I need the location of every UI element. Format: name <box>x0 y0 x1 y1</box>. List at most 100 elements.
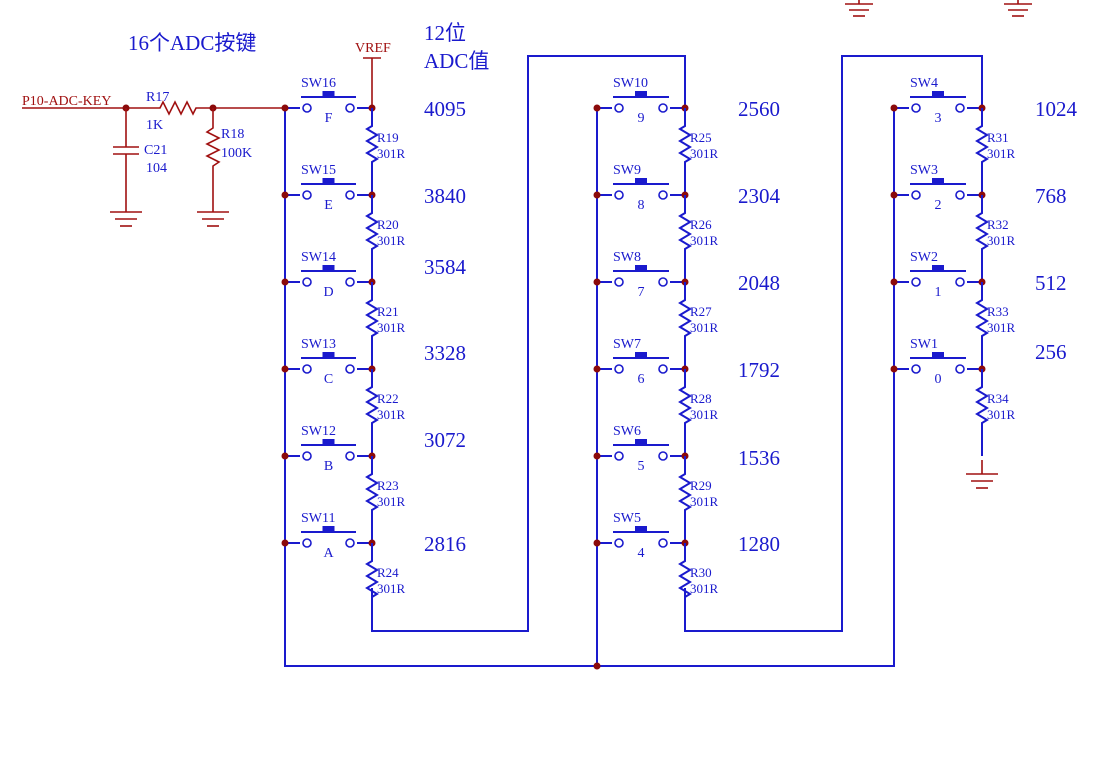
switch-sw6: SW6 5 <box>597 424 685 474</box>
switch-ref: SW10 <box>613 76 648 91</box>
key-label: C <box>324 372 333 387</box>
adc-value: 3072 <box>424 428 466 452</box>
key-label: A <box>323 546 334 561</box>
key-label: B <box>324 459 333 474</box>
key-label: 6 <box>638 372 645 387</box>
net-label-vref: VREF <box>355 41 391 56</box>
adc-value: 1024 <box>1035 97 1078 121</box>
key-label: 1 <box>935 285 942 300</box>
adc-value: 256 <box>1035 340 1067 364</box>
adc-value: 3840 <box>424 184 466 208</box>
resistor-r18 <box>205 108 221 212</box>
c21-ref: C21 <box>144 143 167 158</box>
resistor-value: 301R <box>987 407 1016 422</box>
resistor-value: 301R <box>377 320 406 335</box>
key-label: 7 <box>638 285 645 300</box>
ground-symbol-top-2 <box>1004 0 1032 17</box>
key-label: 5 <box>638 459 645 474</box>
resistor-ref: R22 <box>377 391 399 406</box>
resistor-ref: R25 <box>690 130 712 145</box>
adc-value: 4095 <box>424 97 466 121</box>
key-label: 8 <box>638 198 645 213</box>
c21-value: 104 <box>146 161 167 176</box>
adc-value: 2048 <box>738 271 780 295</box>
input-network: P10-ADC-KEY R17 1K C21 104 R18 100K <box>22 90 285 227</box>
switch-ref: SW6 <box>613 424 641 439</box>
ground-symbol-r18 <box>197 211 229 227</box>
resistor-ref: R29 <box>690 478 712 493</box>
resistor-value: 301R <box>690 581 719 596</box>
key-label: 9 <box>638 111 645 126</box>
key-label: 0 <box>935 372 942 387</box>
switch-column-2: SW43R31301R1024SW32R32301R768SW21R33301R… <box>890 76 1078 456</box>
key-label: F <box>325 111 333 126</box>
adc-value: 768 <box>1035 184 1067 208</box>
switch-ref: SW2 <box>910 250 938 265</box>
switch-ref: SW12 <box>301 424 336 439</box>
switch-sw10: SW10 9 <box>597 76 685 126</box>
switch-ref: SW3 <box>910 163 938 178</box>
resistor-value: 301R <box>377 146 406 161</box>
switch-ref: SW15 <box>301 163 336 178</box>
adc-value: 2304 <box>738 184 781 208</box>
ground-symbol-bottom <box>966 460 998 489</box>
resistor-value: 301R <box>690 494 719 509</box>
resistor-value: 301R <box>987 233 1016 248</box>
adc-header-line2: ADC值 <box>424 49 489 73</box>
adc-value: 3584 <box>424 255 467 279</box>
switch-ref: SW11 <box>301 511 335 526</box>
resistor-ref: R27 <box>690 304 712 319</box>
resistor-r17 <box>126 100 213 116</box>
resistor-ref: R21 <box>377 304 399 319</box>
key-label: D <box>323 285 333 300</box>
ground-symbol-top-1 <box>845 0 873 17</box>
switch-sw1: SW10 <box>894 337 982 387</box>
r18-ref: R18 <box>221 127 244 142</box>
resistor-ref: R24 <box>377 565 399 580</box>
switch-sw2: SW2 1 <box>894 250 982 300</box>
r17-ref: R17 <box>146 90 169 105</box>
adc-value: 2560 <box>738 97 780 121</box>
vref-supply: VREF <box>355 41 391 105</box>
key-label: 4 <box>638 546 645 561</box>
adc-value: 2816 <box>424 532 466 556</box>
switch-ref: SW7 <box>613 337 641 352</box>
switch-column-0: SW16FR19301R4095SW15ER20301R3840SW14DR21… <box>281 76 467 630</box>
ground-symbol-c21 <box>110 211 142 227</box>
resistor-value: 301R <box>987 146 1016 161</box>
resistor-ref: R28 <box>690 391 712 406</box>
resistor-ref: R30 <box>690 565 712 580</box>
resistor-value: 301R <box>377 494 406 509</box>
resistor-value: 301R <box>377 407 406 422</box>
resistor-ref: R19 <box>377 130 399 145</box>
resistor-ref: R31 <box>987 130 1009 145</box>
switch-ref: SW4 <box>910 76 938 91</box>
resistor-value: 301R <box>377 581 406 596</box>
adc-value: 1792 <box>738 358 780 382</box>
resistor-ref: R33 <box>987 304 1009 319</box>
resistor-value: 301R <box>690 407 719 422</box>
resistor-ref: R23 <box>377 478 399 493</box>
switch-ref: SW14 <box>301 250 336 265</box>
switch-ref: SW16 <box>301 76 336 91</box>
